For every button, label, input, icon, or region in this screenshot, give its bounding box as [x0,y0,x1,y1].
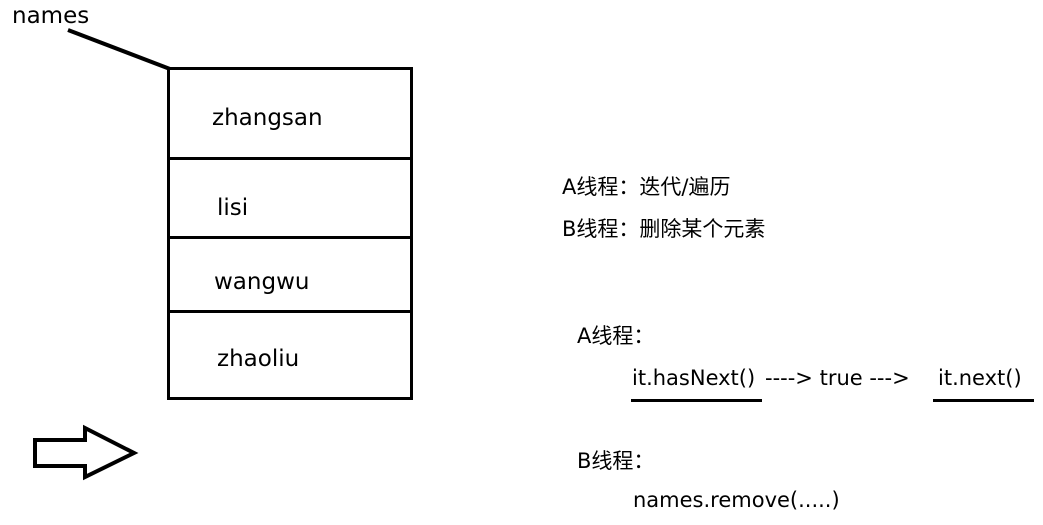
code-next: it.next() [938,366,1022,390]
thread-b-summary: B线程：删除某个元素 [562,217,766,241]
thread-a-summary: A线程：迭代/遍历 [562,175,731,199]
list-divider [170,157,410,160]
list-item-value: zhangsan [212,105,323,131]
thread-a-label: A线程： [577,324,655,348]
list-item: zhangsan [170,70,410,158]
list-divider [170,310,410,313]
list-item-value: wangwu [214,269,310,295]
reference-pointer-line [67,28,171,71]
list-item-value: lisi [217,195,249,221]
arrow-true-text: ----> true ---> [765,366,910,390]
list-item: wangwu [170,239,410,311]
hollow-arrow-icon [33,424,139,481]
list-divider [170,236,410,239]
list-item-value: zhaoliu [217,346,300,372]
list-container: zhangsan lisi wangwu zhaoliu [167,67,413,400]
code-has-next: it.hasNext() [632,366,756,390]
list-item: zhaoliu [170,313,410,397]
variable-label: names [12,3,90,29]
next-underline [933,399,1034,402]
thread-b-label: B线程： [577,449,655,473]
has-next-underline [631,399,762,402]
list-item: lisi [170,160,410,237]
code-remove: names.remove(.....) [633,488,840,512]
